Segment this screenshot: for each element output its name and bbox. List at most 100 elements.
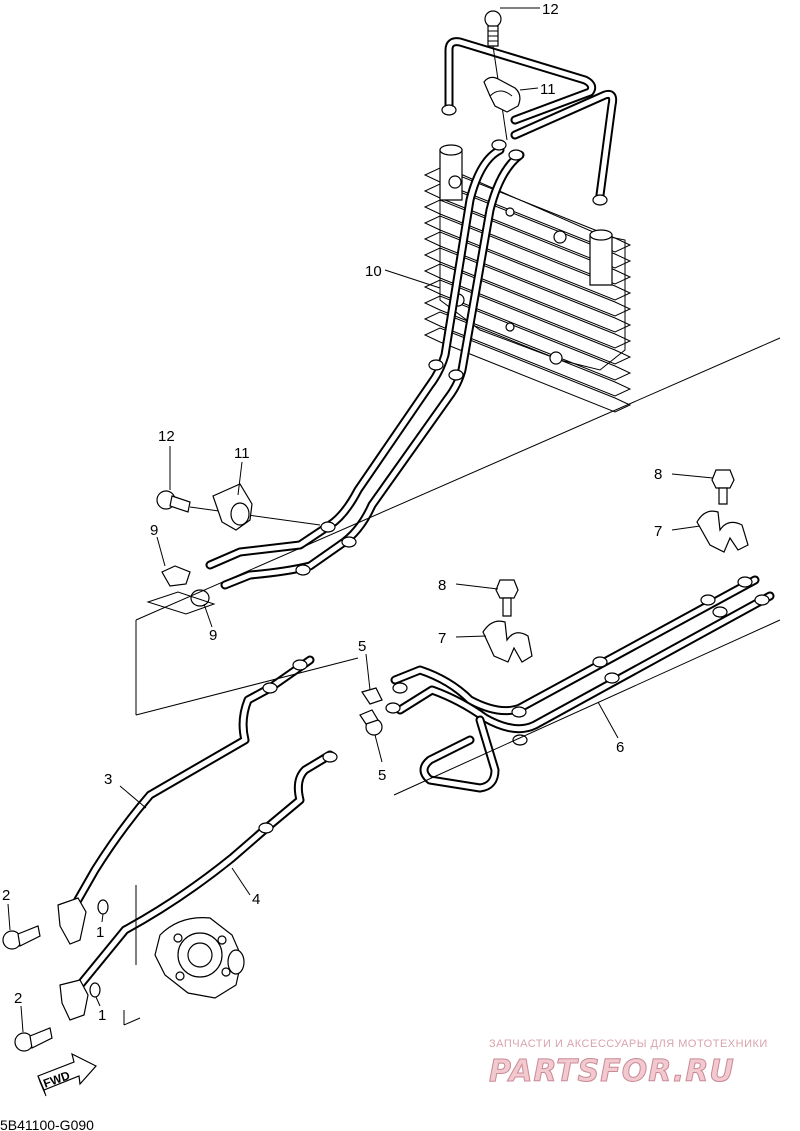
clamp-7-left xyxy=(482,620,533,663)
cooler-fin xyxy=(423,311,632,397)
pipe-10-a-core xyxy=(207,147,503,568)
pipe-collar xyxy=(604,672,620,684)
callout-label: 1 xyxy=(98,1007,106,1024)
callout-9-upper: 9 xyxy=(150,522,166,567)
pipe-collar xyxy=(448,369,464,381)
callout-label: 11 xyxy=(540,81,556,98)
bolt-8-right xyxy=(711,469,735,505)
pipe-collar xyxy=(341,536,357,548)
callout-label: 2 xyxy=(2,887,10,904)
callout-label: 7 xyxy=(438,630,446,647)
callout-9-lower: 9 xyxy=(203,603,217,644)
pipe-10-b-core xyxy=(222,152,523,588)
o-ring-1-upper xyxy=(97,899,109,915)
bolt-12-mid xyxy=(156,490,321,526)
pipe-12-top-loop-core xyxy=(446,39,595,123)
section-boundaries xyxy=(123,337,781,1026)
pipe-collar xyxy=(491,139,507,151)
callout-1-lower: 1 xyxy=(95,996,106,1024)
callout-3: 3 xyxy=(104,771,147,809)
callout-label: 7 xyxy=(654,523,662,540)
clamp-9-upper xyxy=(161,565,191,587)
callout-label: 12 xyxy=(158,428,175,445)
watermark-brand: PARTSFOR.RU xyxy=(489,1054,735,1089)
pipe-collar xyxy=(292,659,308,671)
pipe-3-4-fittings xyxy=(57,897,89,1021)
callout-4: 4 xyxy=(231,867,260,908)
bolt-2-upper xyxy=(2,925,41,950)
pipe-12-right-loop-core xyxy=(512,92,616,198)
callout-11-top: 11 xyxy=(519,81,556,98)
pipe-10-a xyxy=(205,145,505,570)
pipe-collar xyxy=(700,594,716,606)
pipe-6-b-core xyxy=(397,593,773,732)
pipe-10-b xyxy=(220,150,525,590)
pipe-collar xyxy=(385,702,401,714)
clamp-11-top xyxy=(483,76,521,113)
pipe-collar xyxy=(754,594,770,606)
pipe-4-core xyxy=(77,752,333,988)
callout-1-upper: 1 xyxy=(96,913,104,941)
callout-label: 3 xyxy=(104,771,112,788)
callout-7-left: 7 xyxy=(438,630,487,647)
pipe-12-right-loop xyxy=(510,90,618,200)
pipe-collar xyxy=(511,706,527,718)
pipe-3-core xyxy=(72,657,313,908)
clamp-5-pair xyxy=(359,687,383,736)
callout-label: 9 xyxy=(150,522,158,539)
callout-5-upper: 5 xyxy=(358,638,371,691)
pipe-collar xyxy=(322,751,338,763)
o-ring-1-lower xyxy=(89,982,101,998)
callout-label: 4 xyxy=(252,891,260,908)
callout-label: 8 xyxy=(654,466,662,483)
callout-11-mid: 11 xyxy=(234,445,250,496)
callout-label: 5 xyxy=(378,767,386,784)
fwd-arrow-icon: FWD xyxy=(37,1052,97,1097)
pipe-6-a-core xyxy=(392,577,758,714)
callout-label: 5 xyxy=(358,638,366,655)
callout-label: 1 xyxy=(96,924,104,941)
callout-5-lower: 5 xyxy=(374,734,386,784)
pipe-collar xyxy=(262,682,278,694)
callout-6: 6 xyxy=(597,701,624,756)
callout-12-top: 12 xyxy=(500,1,559,18)
callout-label: 11 xyxy=(234,445,250,462)
pipe-collar xyxy=(592,194,608,206)
bolt-12-top xyxy=(484,10,508,141)
bolt-2-lower xyxy=(14,1027,53,1052)
engine-flange xyxy=(154,917,245,999)
callout-label: 2 xyxy=(14,990,22,1007)
pipe-collar xyxy=(508,149,524,161)
watermark-tagline: ЗАПЧАСТИ И АКСЕССУАРЫ ДЛЯ МОТОТЕХНИКИ xyxy=(489,1038,768,1050)
callout-label: 10 xyxy=(365,263,382,280)
fwd-label: FWD xyxy=(41,1068,72,1091)
callout-label: 12 xyxy=(542,1,559,18)
callout-label: 8 xyxy=(438,577,446,594)
pipe-collar xyxy=(258,822,274,834)
callout-2-lower: 2 xyxy=(14,990,24,1033)
pipe-collar xyxy=(712,606,728,618)
pipe-collar xyxy=(428,359,444,371)
callout-10: 10 xyxy=(365,263,441,289)
pipe-collar xyxy=(592,656,608,668)
callout-2-upper: 2 xyxy=(2,887,11,931)
pipe-6-loop-core xyxy=(421,717,498,791)
pipe-collar xyxy=(512,734,528,746)
pipe-collar xyxy=(295,564,311,576)
callout-label: 9 xyxy=(209,627,217,644)
pipe-collar xyxy=(737,576,753,588)
bolt-8-left xyxy=(495,579,519,617)
clamp-7-right xyxy=(696,510,749,553)
callout-8-right: 8 xyxy=(654,466,714,483)
callout-12-mid: 12 xyxy=(158,428,175,490)
callout-7-right: 7 xyxy=(654,523,701,540)
pipe-collar xyxy=(441,104,457,116)
cooler-fin xyxy=(423,327,632,413)
pipe-collar xyxy=(392,682,408,694)
callout-8-left: 8 xyxy=(438,577,499,594)
watermark: ЗАПЧАСТИ И АКСЕССУАРЫ ДЛЯ МОТОТЕХНИКИ PA… xyxy=(489,1038,768,1090)
diagram-code: 5B41100-G090 xyxy=(0,1117,94,1131)
callout-label: 6 xyxy=(616,739,624,756)
oil-cooler xyxy=(423,144,632,413)
